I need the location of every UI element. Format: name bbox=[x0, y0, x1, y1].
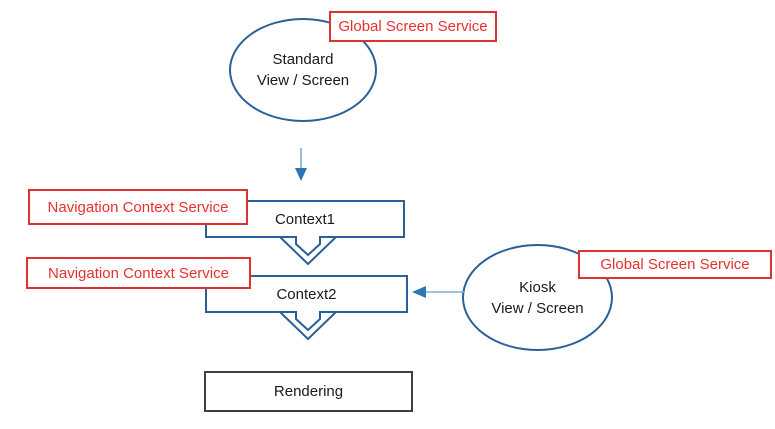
node-rendering: Rendering bbox=[204, 371, 413, 412]
annotation-global-screen-service-right: Global Screen Service bbox=[578, 250, 772, 279]
annotation-text: Navigation Context Service bbox=[47, 198, 229, 216]
annotation-global-screen-service-top: Global Screen Service bbox=[329, 11, 497, 42]
node-context1-label: Context1 bbox=[274, 210, 336, 228]
down-arrow-icon bbox=[295, 148, 307, 181]
node-rendering-label: Rendering bbox=[273, 383, 344, 400]
node-standard-label-line2: View / Screen bbox=[256, 72, 350, 89]
annotation-text: Global Screen Service bbox=[338, 18, 488, 35]
node-kiosk-label-line1: Kiosk bbox=[519, 278, 556, 296]
hollow-down-chevron-icon bbox=[277, 235, 339, 266]
node-context2-label: Context2 bbox=[276, 285, 337, 303]
annotation-text: Navigation Context Service bbox=[48, 264, 229, 282]
left-arrow-icon bbox=[412, 286, 464, 298]
hollow-down-chevron-icon bbox=[277, 310, 339, 341]
annotation-navigation-context-service-2: Navigation Context Service bbox=[26, 257, 251, 289]
node-kiosk-label-line2: View / Screen bbox=[491, 299, 584, 317]
annotation-navigation-context-service-1: Navigation Context Service bbox=[28, 189, 248, 225]
node-standard-label-line1: Standard bbox=[272, 51, 334, 68]
annotation-text: Global Screen Service bbox=[600, 256, 750, 273]
